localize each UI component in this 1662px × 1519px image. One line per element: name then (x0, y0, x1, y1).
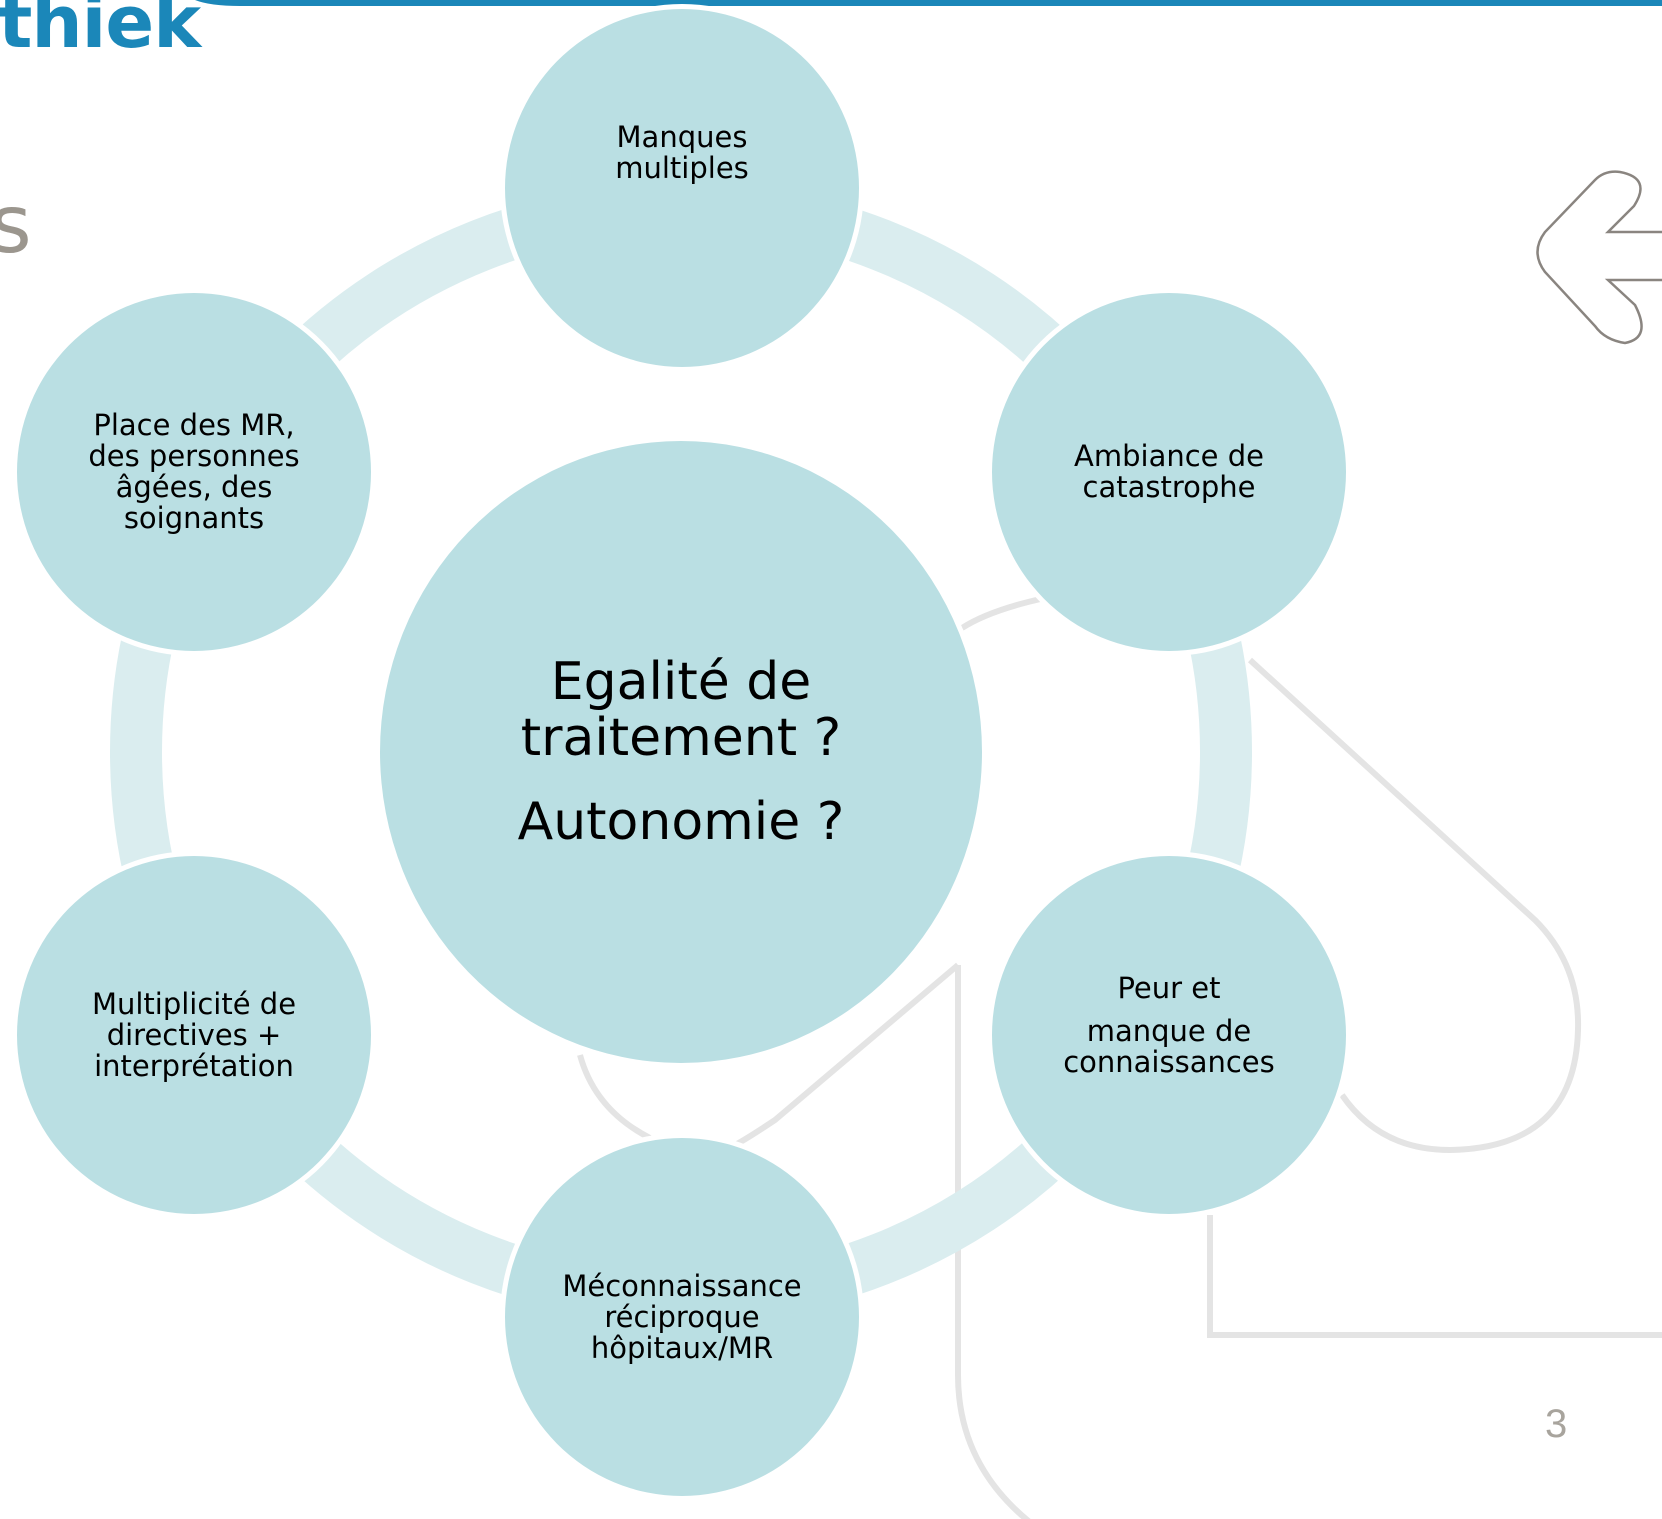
node-line: manque de (1086, 1013, 1252, 1048)
arrow-left-icon (1536, 170, 1662, 345)
center-line-1: Egalité de (550, 652, 812, 712)
node-line: catastrophe (1082, 470, 1256, 504)
node-label: Place des MR, des personnes âgées, des s… (74, 410, 313, 534)
center-line-2: traitement ? (520, 708, 842, 768)
node-multiplicite-de-directives: Multiplicité de directives + interprétat… (12, 851, 376, 1219)
node-line: réciproque (604, 1299, 760, 1334)
node-label: Ambiance de catastrophe (1060, 441, 1278, 503)
node-line: multiples (615, 151, 749, 185)
center-node: Egalité de traitement ? Autonomie ? (375, 436, 987, 1068)
node-line: Ambiance de (1074, 439, 1264, 473)
node-manques-multiples: Manques multiples (500, 4, 864, 372)
node-line: âgées, des (115, 470, 273, 504)
slide-number: 3 (1545, 1402, 1568, 1446)
node-place-des-mr: Place des MR, des personnes âgées, des s… (12, 288, 376, 656)
header-bar (195, 0, 1662, 6)
node-line: Méconnaissance (562, 1268, 802, 1303)
node-label: Méconnaissance réciproque hôpitaux/MR (548, 1268, 815, 1365)
node-line: Multiplicité de (91, 986, 297, 1021)
title-fragment: s (0, 178, 32, 271)
node-line: Peur et (1117, 970, 1221, 1005)
node-line: Manques (616, 120, 748, 154)
node-label: Peur et manque de connaissances (1049, 970, 1289, 1079)
node-label: Multiplicité de directives + interprétat… (78, 986, 310, 1083)
logo-text: thiek (0, 0, 201, 64)
node-line: directives + (106, 1017, 282, 1052)
node-line: Place des MR, (93, 408, 295, 442)
center-label: Egalité de traitement ? Autonomie ? (518, 654, 845, 850)
node-line: interprétation (94, 1048, 294, 1083)
node-line: soignants (123, 501, 265, 535)
node-line: hôpitaux/MR (590, 1330, 774, 1365)
node-label: Manques multiples (601, 122, 763, 184)
center-line-3: Autonomie ? (517, 792, 845, 852)
node-peur-et-manque: Peur et manque de connaissances (987, 851, 1351, 1219)
node-ambiance-de-catastrophe: Ambiance de catastrophe (987, 288, 1351, 656)
node-meconnaissance-reciproque: Méconnaissance réciproque hôpitaux/MR (500, 1133, 864, 1501)
node-line: connaissances (1063, 1044, 1275, 1079)
node-line: des personnes (88, 439, 300, 473)
